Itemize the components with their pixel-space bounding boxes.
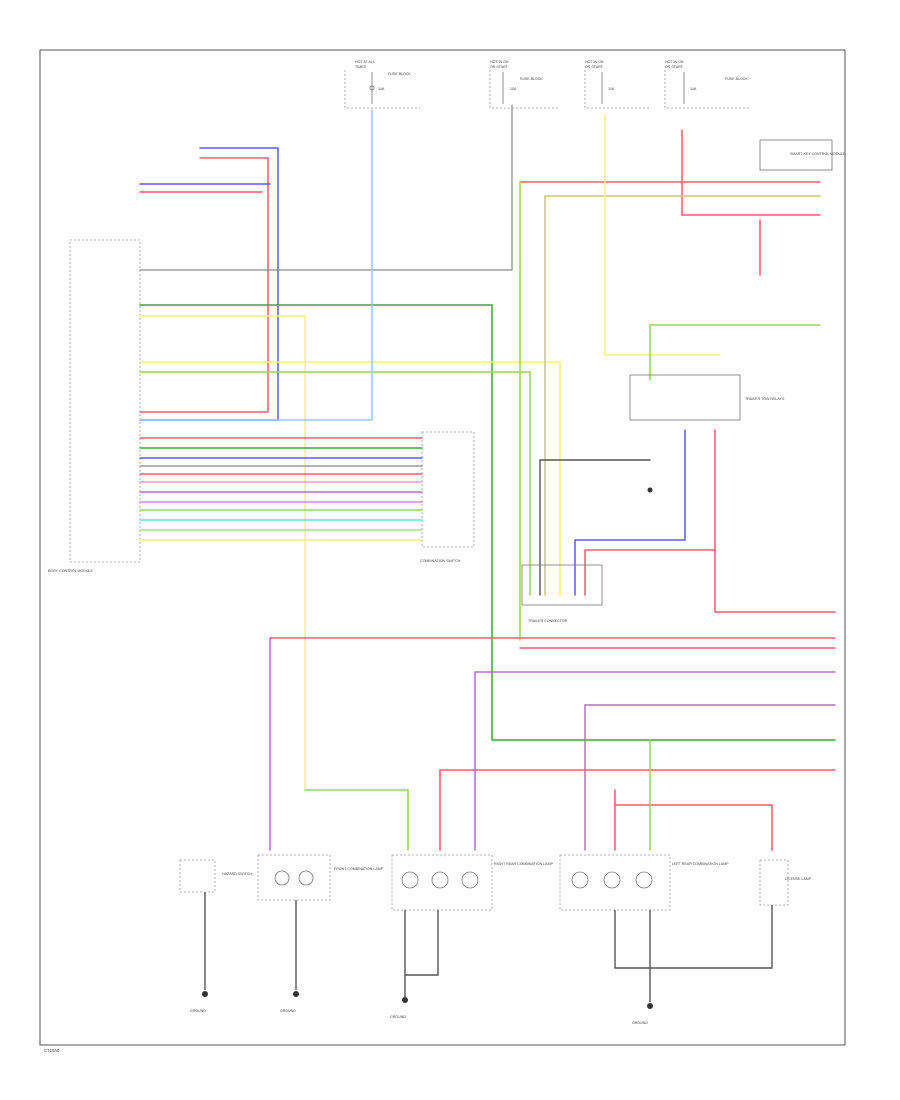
fuse-2-desc: FUSE BLOCK <box>520 77 543 81</box>
right-rear-bulb-3 <box>461 871 479 889</box>
hazard-switch-label: HAZARD SWITCH <box>222 872 252 876</box>
fuse-1-desc: FUSE BLOCK <box>388 72 411 76</box>
wire-yellow-vert <box>604 114 721 356</box>
wire-yellow-2 <box>139 361 561 596</box>
license-lamp-box <box>759 859 789 906</box>
hazard-switch-box <box>179 859 216 893</box>
wire-red-down3 <box>614 804 773 851</box>
bcm-block <box>69 239 141 563</box>
fuse-3-line1: HOT IN ON <box>585 60 604 64</box>
top-right-module-label: SMART KEY CONTROL MODULE <box>790 152 846 156</box>
wire-green-2 <box>139 371 531 596</box>
ground-2-label: GROUND <box>280 1009 296 1013</box>
fuse-4-line1: HOT IN ON <box>665 60 684 64</box>
ground-4-icon <box>647 1003 653 1009</box>
top-right-module-box <box>759 139 833 171</box>
ground-1-icon <box>202 991 208 997</box>
trailer-relay-label: TRAILER TOW RELAYS <box>745 397 785 401</box>
wire-group <box>139 104 836 851</box>
fuse-block-3: HOT IN ON OR START 10A <box>584 60 650 109</box>
wire-blue-relay <box>574 429 686 596</box>
license-lamp-label: LICENSE LAMP <box>785 877 812 881</box>
wire-red-top <box>139 157 269 413</box>
ground-point-relay <box>647 487 653 493</box>
diagram-footer-code: CT10A0 <box>44 1048 60 1053</box>
right-rear-lamp-label: RIGHT REAR COMBINATION LAMP <box>494 862 554 866</box>
fuse-2-line2: OR START <box>490 65 509 69</box>
wire-darkgreen <box>139 304 836 741</box>
combination-switch-block <box>421 431 475 548</box>
fuse-block-1: HOT AT ALL TIMES 10A FUSE BLOCK <box>344 60 420 109</box>
ground-3-icon <box>402 997 408 1003</box>
left-rear-bulb-2 <box>603 871 621 889</box>
combination-switch-label: COMBINATION SWITCH <box>420 559 461 563</box>
fuse-block-2: HOT IN ON OR START 10A FUSE BLOCK <box>489 60 560 109</box>
fuse-4-line2: OR START <box>665 65 684 69</box>
ground-2-icon <box>293 991 299 997</box>
fuse-4-desc: FUSE BLOCK <box>725 77 748 81</box>
fuse-3-rating: 10A <box>608 87 615 91</box>
right-rear-bulb-1 <box>401 871 419 889</box>
fuse-3-line2: OR START <box>585 65 604 69</box>
trailer-connector-box <box>521 564 603 606</box>
trailer-relay-box <box>629 374 741 421</box>
ground-3-label: GROUND <box>390 1015 406 1019</box>
front-lamp-label: FRONT COMBINATION LAMP <box>334 867 384 871</box>
fuse-2-line1: HOT IN ON <box>490 60 509 64</box>
diagram-frame <box>39 49 846 1046</box>
wire-black-relay <box>539 459 651 596</box>
wire-lightblue-stop <box>139 109 373 421</box>
wire-blue-top <box>139 147 279 421</box>
fuse-1-line1: HOT AT ALL <box>355 60 375 64</box>
front-lamp-bulb-1 <box>274 870 290 886</box>
wire-red-long <box>714 549 836 613</box>
fuse-4-rating: 10A <box>690 87 697 91</box>
left-rear-bulb-3 <box>635 871 653 889</box>
right-rear-bulb-2 <box>431 871 449 889</box>
front-lamp-box <box>257 854 331 901</box>
right-rear-lamp-box <box>391 854 493 911</box>
wire-red-relay <box>584 429 716 596</box>
left-rear-bulb-1 <box>571 871 589 889</box>
left-rear-ground-wire <box>614 905 773 969</box>
fuse-2-rating: 10A <box>510 87 517 91</box>
front-lamp-bulb-2 <box>298 870 314 886</box>
ground-1-label: GROUND <box>190 1009 206 1013</box>
wire-red-right <box>681 129 821 216</box>
trailer-connector-label: TRAILER CONNECTOR <box>528 619 568 623</box>
wire-green-yellow <box>304 789 409 851</box>
ground-4-label: GROUND <box>632 1021 648 1025</box>
bcm-label: BODY CONTROL MODULE <box>48 569 94 573</box>
left-rear-lamp-label: LEFT REAR COMBINATION LAMP <box>672 862 729 866</box>
fuse-1-line2: TIMES <box>355 65 367 69</box>
right-rear-ground-wire <box>404 910 439 976</box>
wire-yellow-1 <box>139 315 306 791</box>
fuse-1-rating: 10A <box>378 87 385 91</box>
fuse-block-4: HOT IN ON OR START 10A FUSE BLOCK <box>664 60 750 109</box>
